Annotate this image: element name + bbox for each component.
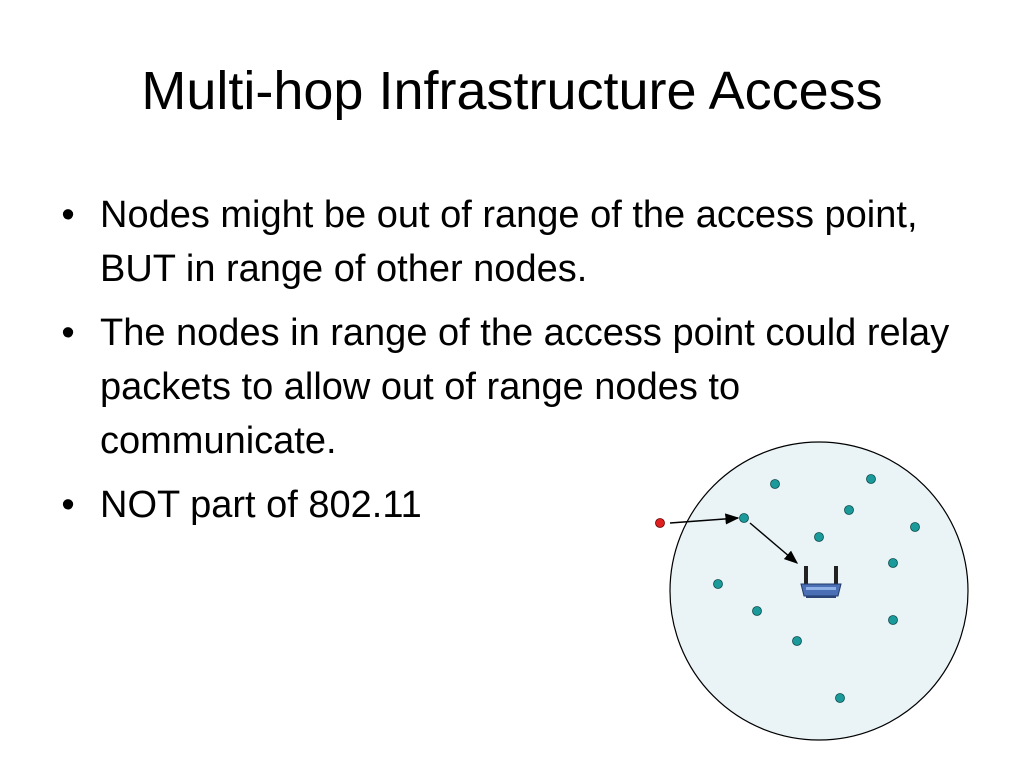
node [835,693,845,703]
relay-node [739,513,749,523]
node [866,474,876,484]
nodes-group [655,474,920,703]
node [713,579,723,589]
relay-arrows [669,513,799,564]
bullet-text: The nodes in range of the access point c… [100,312,950,462]
bullet-item: • NOT part of 802.11 [56,478,976,532]
bullet-marker: • [61,312,75,354]
hop-arrow-outside-to-relay [669,513,740,525]
bullet-list: • Nodes might be out of range of the acc… [56,188,976,542]
bullet-item: • The nodes in range of the access point… [56,306,976,468]
bullet-item: • Nodes might be out of range of the acc… [56,188,976,296]
bullet-marker: • [61,484,75,526]
slide-title: Multi-hop Infrastructure Access [141,61,883,121]
node [792,636,802,646]
node [910,522,920,532]
wireless-router-icon [800,566,842,598]
node [844,505,854,515]
node [752,606,762,616]
out-of-range-node [655,518,665,528]
hop-arrow-relay-to-access-point [749,522,799,564]
bullet-marker: • [61,194,75,236]
node [888,615,898,625]
bullet-text: Nodes might be out of range of the acces… [100,194,918,290]
node [770,479,780,489]
node [888,558,898,568]
node [814,532,824,542]
bullet-text: NOT part of 802.11 [100,484,422,526]
